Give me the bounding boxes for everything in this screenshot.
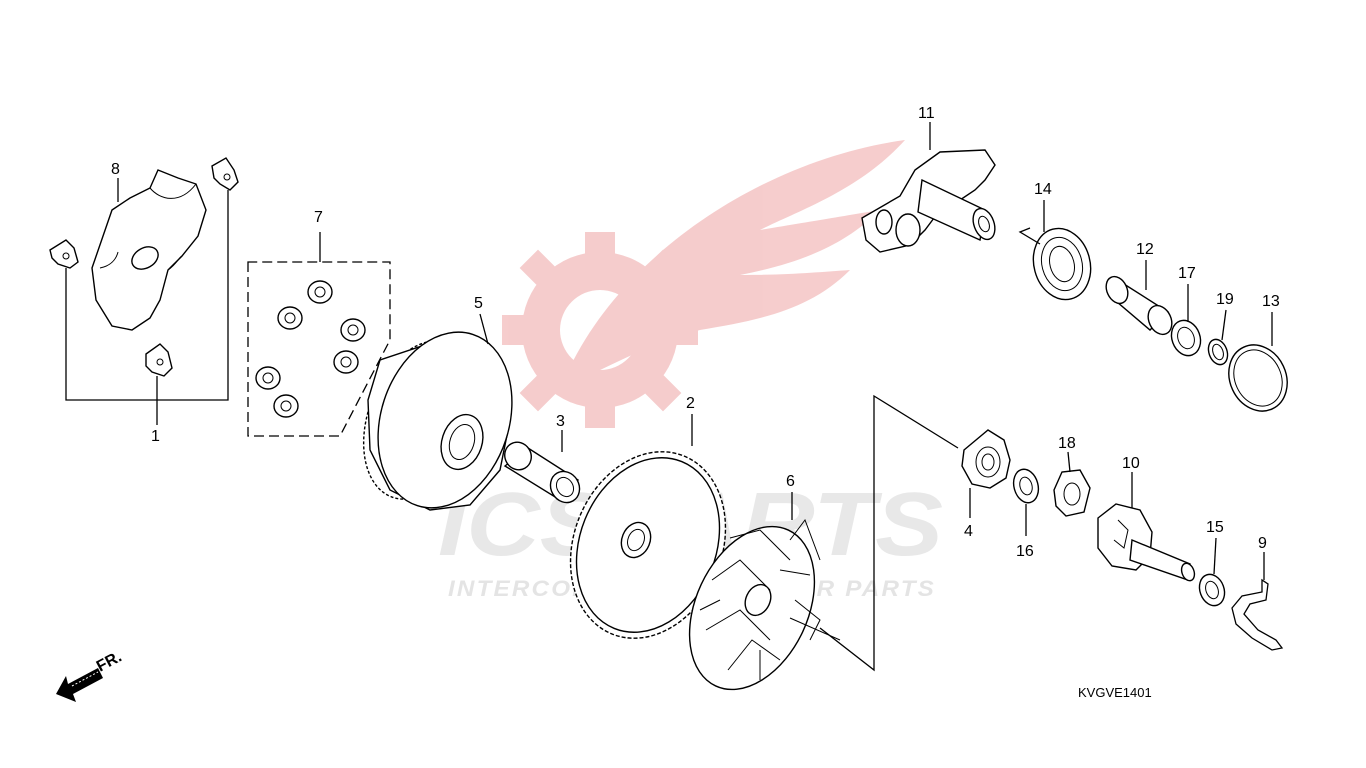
part-7-weight-rollers: [247, 232, 391, 437]
part-10-drive-gear: [1097, 503, 1196, 582]
label-11: 11: [918, 105, 935, 122]
label-10: 10: [1122, 455, 1140, 472]
label-12: 12: [1136, 241, 1154, 258]
label-9: 9: [1258, 535, 1267, 552]
bracket-part-4: [819, 394, 959, 672]
part-2-gear-face: [569, 451, 727, 639]
part-19-circlip: [1207, 338, 1229, 366]
part-4-ratchet: [961, 429, 1011, 489]
label-5: 5: [474, 295, 483, 312]
part-18-nut: [1053, 469, 1091, 517]
label-13: 13: [1262, 293, 1280, 310]
label-19: 19: [1216, 291, 1234, 308]
label-14: 14: [1034, 181, 1052, 198]
part-16-washer: [1012, 468, 1040, 504]
part-15-washer: [1198, 573, 1226, 607]
part-9-clip: [1231, 578, 1284, 651]
label-15: 15: [1206, 519, 1224, 536]
part-17-washer: [1170, 319, 1202, 357]
label-7: 7: [314, 209, 323, 226]
leader-lines: [117, 122, 1273, 580]
part-8-ramp-plate: [91, 169, 207, 331]
watermark-logo: [502, 140, 905, 428]
label-4: 4: [964, 523, 973, 540]
label-6: 6: [786, 473, 795, 490]
front-arrow-icon: [56, 668, 103, 702]
part-14-spring: [1018, 227, 1092, 301]
label-17: 17: [1178, 265, 1196, 282]
label-2: 2: [686, 395, 695, 412]
part-12-bush: [1105, 275, 1173, 336]
slider-clip-top: [211, 157, 239, 191]
part-11-kick-spindle: [861, 149, 996, 253]
label-18: 18: [1058, 435, 1076, 452]
label-8: 8: [111, 161, 120, 178]
part-labels: 1 2 3 4 5 6 7 8 9 10 11 12 13 14 15 16 1…: [111, 105, 1280, 560]
diagram-code: KVGVE1401: [1078, 685, 1152, 700]
label-3: 3: [556, 413, 565, 430]
slider-clip-bottom: [145, 343, 173, 377]
bracket-part-1: [65, 190, 229, 401]
part-3-collar: [503, 441, 581, 504]
part-5-drive-face: [362, 331, 513, 511]
slider-clip-left: [49, 239, 79, 269]
label-1: 1: [151, 428, 160, 445]
label-16: 16: [1016, 543, 1034, 560]
part-13-ring: [1228, 344, 1288, 412]
part-6-fan-pulley: [688, 518, 841, 691]
